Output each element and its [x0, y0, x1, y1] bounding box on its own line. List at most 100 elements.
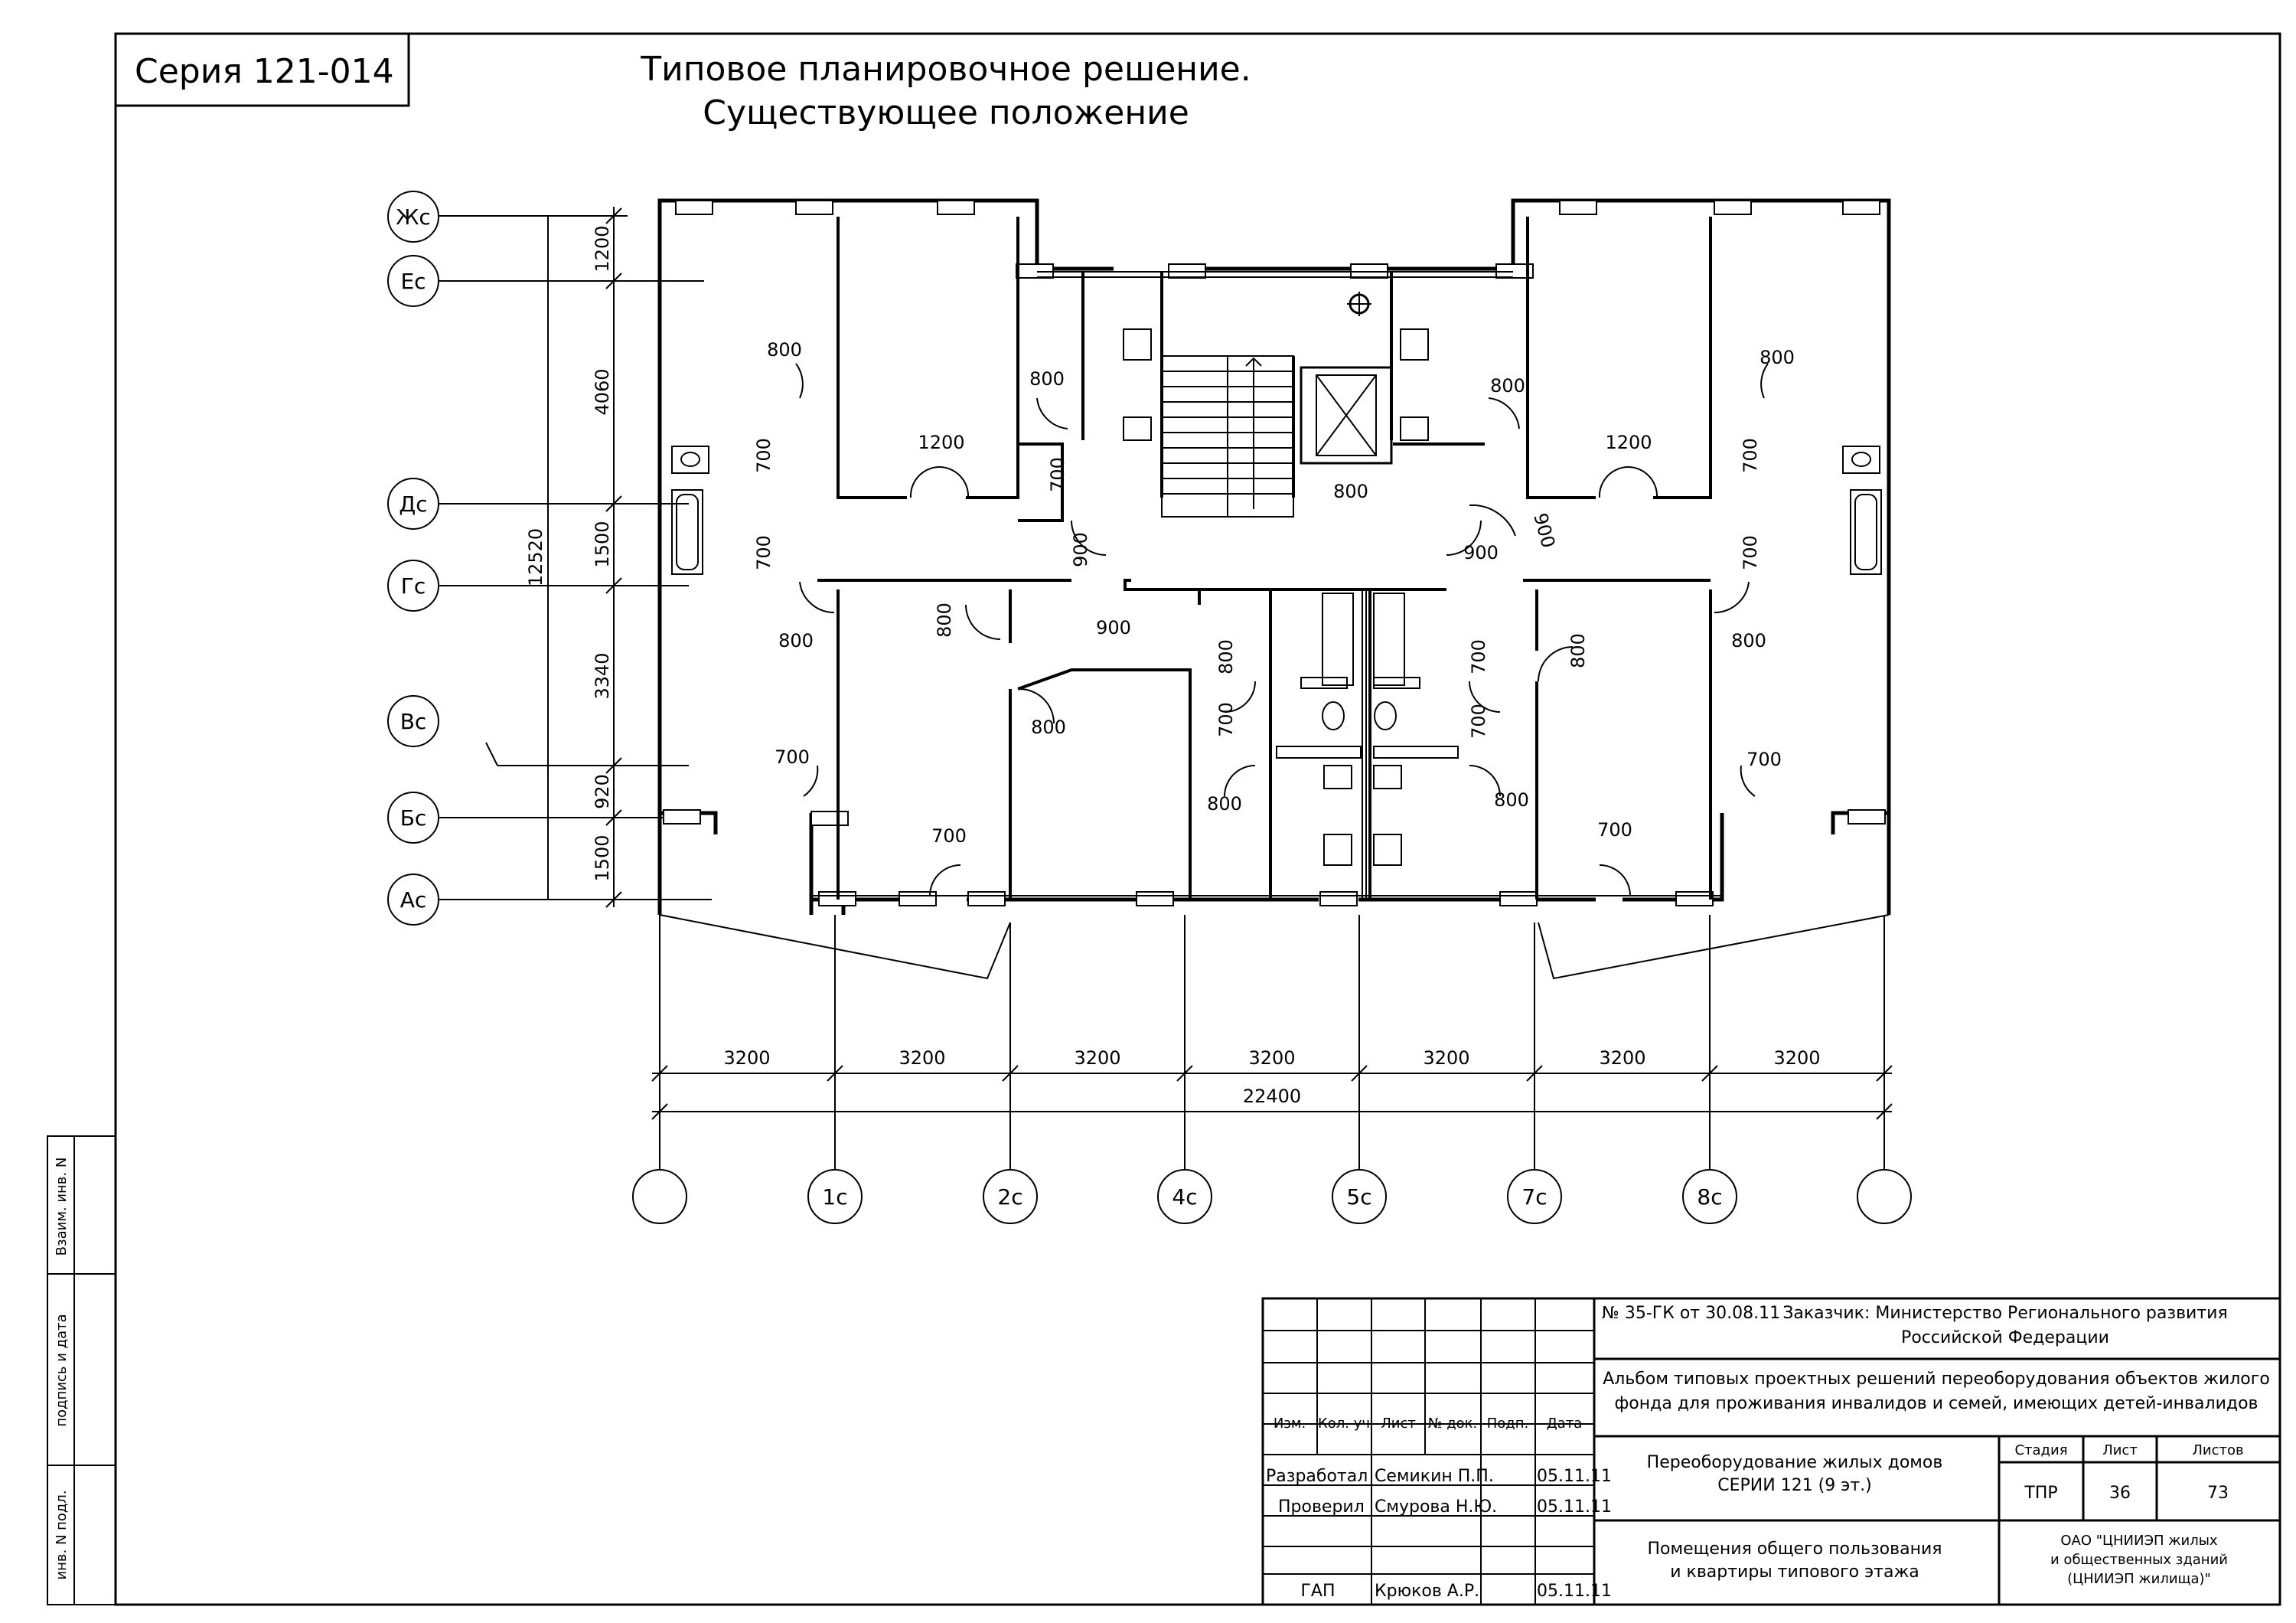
door-swings — [795, 363, 1769, 896]
stage-value: ТПР — [2024, 1484, 2057, 1503]
vertical-dimension-lines — [540, 207, 622, 908]
name-developer: Семикин П.П. — [1375, 1467, 1494, 1486]
column-axis-label: 2с — [997, 1184, 1022, 1210]
column-axis-circle — [1157, 1169, 1212, 1224]
floor-plan — [657, 198, 1891, 980]
drawing-title-line1: Типовое планировочное решение. — [640, 50, 1251, 89]
row-axis-label: Ес — [400, 269, 426, 294]
row-axis-label: Гс — [401, 573, 426, 599]
door-width-label: 700 — [1746, 749, 1782, 770]
door-width-label: 1200 — [918, 432, 964, 453]
side-stamp — [47, 1135, 116, 1605]
horizontal-dim: 3200 — [1599, 1047, 1645, 1069]
column-axis-label: 7с — [1521, 1184, 1547, 1210]
row-axis-circle — [387, 695, 439, 747]
sheet-title-line2: и квартиры типового этажа — [1670, 1563, 1919, 1582]
column-axis-circle — [1857, 1169, 1912, 1224]
column-axis-circle — [1332, 1169, 1387, 1224]
column-axis-circle — [1507, 1169, 1562, 1224]
column-axis-label: 4с — [1172, 1184, 1197, 1210]
door-width-label: 800 — [1490, 375, 1525, 397]
door-width-label: 700 — [753, 535, 775, 570]
series-box — [114, 32, 410, 107]
org-line2: и общественных зданий — [2050, 1552, 2228, 1568]
lists-value: 73 — [2207, 1484, 2229, 1503]
stage-header: Стадия — [2014, 1442, 2067, 1458]
door-width-label: 800 — [1760, 347, 1795, 368]
horizontal-dim: 3200 — [1248, 1047, 1295, 1069]
row-axis-label: Дс — [399, 491, 427, 517]
balcony-outline — [659, 914, 1890, 980]
column-axis-label: 8с — [1697, 1184, 1722, 1210]
door-width-label: 800 — [1029, 368, 1065, 390]
date-developer: 05.11.11 — [1537, 1467, 1612, 1486]
series-label: Серия 121-014 — [135, 52, 394, 91]
date-gap: 05.11.11 — [1537, 1582, 1612, 1601]
column-axis-circle — [807, 1169, 863, 1224]
door-width-label: 700 — [775, 746, 810, 768]
column-axis-circle — [632, 1169, 687, 1224]
rev-hdr-data: Дата — [1547, 1416, 1583, 1432]
door-width-label: 800 — [934, 603, 955, 638]
lists-header: Листов — [2192, 1442, 2243, 1458]
column-axis-label: 1с — [822, 1184, 847, 1210]
vertical-dim: 920 — [592, 774, 613, 809]
row-axis-label: Жс — [396, 204, 431, 230]
vertical-dim: 3340 — [592, 652, 613, 699]
column-axis-circle — [983, 1169, 1038, 1224]
row-axis-label: Ас — [400, 887, 427, 913]
vertical-dim: 1200 — [592, 225, 613, 272]
horizontal-dim: 3200 — [1074, 1047, 1120, 1069]
horizontal-total-dim: 22400 — [1243, 1086, 1301, 1107]
rev-hdr-izm: Изм. — [1274, 1416, 1306, 1432]
drawing-title-line2: Существующее положение — [703, 93, 1189, 132]
door-width-label: 700 — [1215, 702, 1237, 737]
rev-hdr-podp: Подп. — [1487, 1416, 1528, 1432]
sanitary-fixtures — [671, 328, 1882, 900]
title-block — [1261, 1297, 2281, 1606]
column-axis-lines — [659, 915, 1885, 1170]
list-value: 36 — [2109, 1484, 2131, 1503]
horizontal-dim: 3200 — [1773, 1047, 1820, 1069]
stairwell — [1161, 355, 1294, 518]
elevator-shaft — [1300, 366, 1393, 465]
role-gap: ГАП — [1300, 1582, 1335, 1601]
vertical-total-dim: 12520 — [525, 528, 546, 586]
horizontal-dim: 3200 — [899, 1047, 945, 1069]
door-width-label: 700 — [1047, 457, 1068, 492]
row-axis-circle — [387, 255, 439, 307]
door-width-label: 900 — [1096, 617, 1131, 638]
vertical-dim: 4060 — [592, 368, 613, 415]
door-width-label: 800 — [1494, 789, 1529, 811]
side-stamp-vzam: Взаим. инв. N — [54, 1158, 70, 1256]
door-width-label: 700 — [1740, 438, 1761, 473]
door-width-label: 700 — [1468, 639, 1489, 674]
door-width-label: 800 — [1031, 717, 1066, 738]
project-line2: СЕРИИ 121 (9 эт.) — [1717, 1476, 1871, 1495]
door-width-labels: 800 800 800 800 1200 1200 800 900 900 80… — [753, 339, 1795, 847]
column-axis-circle — [1682, 1169, 1737, 1224]
door-width-label: 700 — [1597, 819, 1632, 841]
contract-number: № 35-ГК от 30.08.11 — [1602, 1304, 1780, 1323]
door-width-label: 900 — [1529, 511, 1559, 550]
vertical-dim: 1500 — [592, 521, 613, 567]
door-width-label: 800 — [1333, 481, 1368, 502]
exterior-walls — [657, 198, 1891, 915]
side-stamp-podpis: подпись и дата — [54, 1314, 70, 1426]
door-width-label: 800 — [1207, 793, 1242, 815]
column-axis-markers — [632, 1169, 1912, 1224]
album-line1: Альбом типовых проектных решений переобо… — [1603, 1370, 2270, 1389]
list-header: Лист — [2102, 1442, 2138, 1458]
vertical-dim: 1500 — [592, 834, 613, 881]
project-line1: Переоборудование жилых домов — [1647, 1453, 1943, 1472]
org-line3: (ЦНИИЭП жилища)" — [2067, 1571, 2211, 1587]
door-width-label: 700 — [1468, 704, 1489, 739]
role-developer: Разработал — [1266, 1467, 1368, 1486]
row-axis-circle — [387, 792, 439, 844]
door-width-label: 700 — [1740, 535, 1761, 570]
door-width-label: 700 — [753, 438, 775, 473]
windows-bottom — [663, 809, 1886, 906]
door-width-label: 800 — [1215, 639, 1237, 674]
customer-line2: Российской Федерации — [1901, 1328, 2109, 1347]
